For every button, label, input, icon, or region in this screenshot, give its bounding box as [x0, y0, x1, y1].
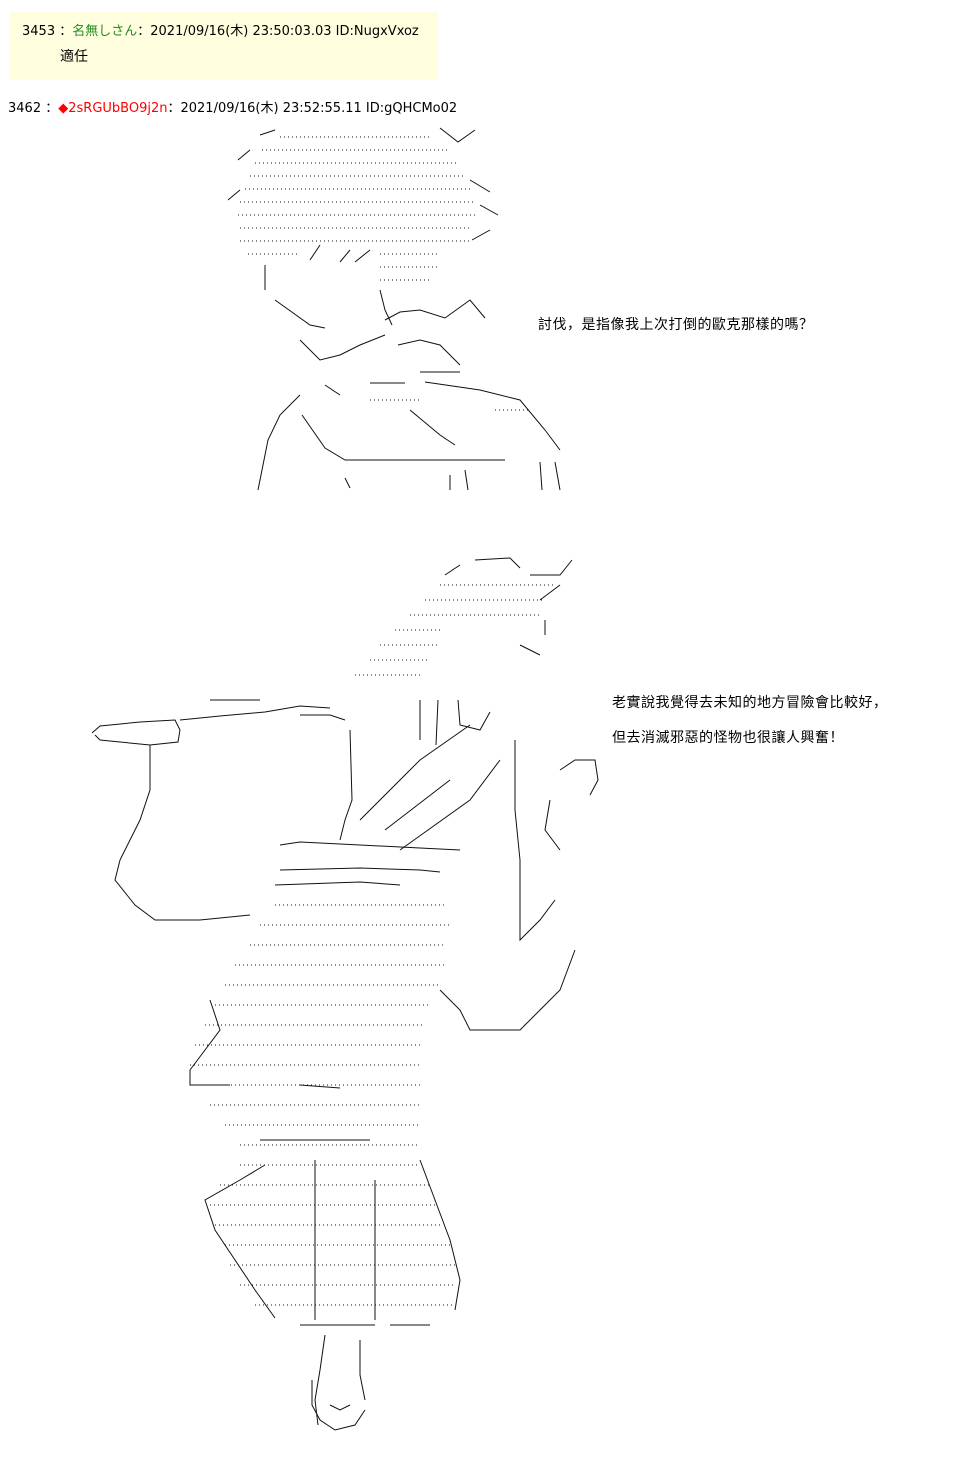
dialog-line-1: 討伐，是指像我上次打倒的歐克那樣的嗎？ — [538, 317, 814, 333]
dialog-line-3: 但去消滅邪惡的怪物也很讓人興奮！ — [612, 730, 844, 746]
separator: ： — [45, 101, 59, 116]
post-date-id: ：2021/09/16(木) 23:52:55.11 ID:gQHCMo02 — [167, 101, 458, 116]
post-3453 — [10, 12, 438, 80]
ascii-art-girl — [91, 557, 599, 1431]
post-number[interactable]: 3453 — [22, 24, 56, 39]
poster-trip: ◆2sRGUbBO9j2n — [58, 101, 168, 116]
post-date-id: ：2021/09/16(木) 23:50:03.03 ID:NugxVxoz — [137, 24, 419, 39]
post-header-3453: 3453 ：名無しさん：2021/09/16(木) 23:50:03.03 ID… — [22, 20, 419, 39]
dialog-line-2: 老實說我覺得去未知的地方冒險會比較好， — [612, 695, 888, 711]
poster-name: 名無しさん — [72, 24, 138, 39]
post-header-3462: 3462 ：◆2sRGUbBO9j2n：2021/09/16(木) 23:52:… — [8, 97, 457, 116]
ascii-art-boy — [227, 127, 561, 491]
separator: ： — [59, 24, 73, 39]
post-number[interactable]: 3462 — [8, 101, 42, 116]
post-body-3453: 適任 — [60, 49, 88, 65]
